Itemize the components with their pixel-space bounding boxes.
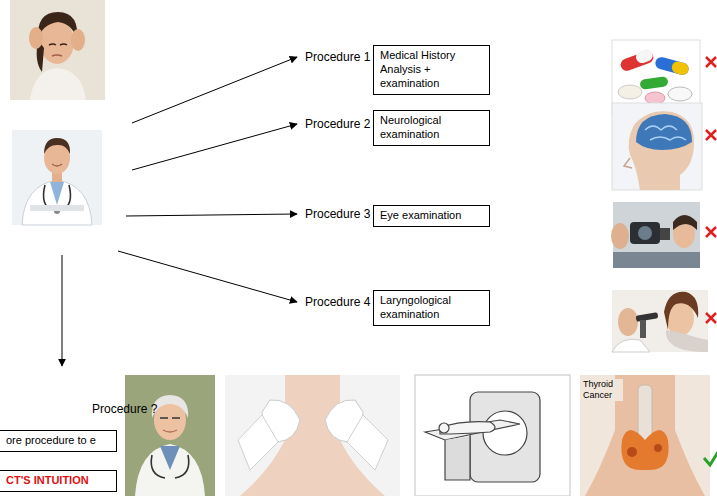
process-box: CT'S INTUITION xyxy=(0,470,117,492)
brain-photo xyxy=(612,103,702,190)
process-box: ore procedure to e xyxy=(0,430,117,452)
doctor-photo xyxy=(12,130,102,225)
box-text: CT'S INTUITION xyxy=(6,474,110,488)
procedure-label: Procedure 1 xyxy=(305,50,385,64)
box-text: Neurological examination xyxy=(380,114,483,142)
box-text: Eye examination xyxy=(380,209,483,223)
procedure-label: Procedure ? xyxy=(92,402,172,416)
procedure-label: Procedure 3 xyxy=(305,207,385,221)
image-caption: Thyroid Cancer xyxy=(583,379,623,401)
box-text: Medical History Analysis + examination xyxy=(380,49,483,90)
box-text: ore procedure to e xyxy=(6,434,110,448)
ear-exam-photo xyxy=(612,290,708,352)
cross-marks xyxy=(706,57,716,323)
neck-exam-photo xyxy=(225,375,400,496)
process-box: Eye examination xyxy=(373,205,490,227)
procedure-label: Procedure 2 xyxy=(305,117,385,131)
box-text: Laryngological examination xyxy=(380,294,483,322)
eye-exam-photo xyxy=(611,202,700,268)
process-box: Laryngological examination xyxy=(373,290,490,326)
thyroid-photo xyxy=(580,375,710,496)
ct-scanner-drawing xyxy=(415,375,570,496)
elderly-doctor-photo xyxy=(125,375,215,496)
procedure-label: Procedure 4 xyxy=(305,295,385,309)
process-box: Medical History Analysis + examination xyxy=(373,45,490,95)
procedure-arrows xyxy=(62,57,297,366)
check-mark xyxy=(704,452,717,465)
process-box: Neurological examination xyxy=(373,110,490,146)
headache-photo xyxy=(10,0,105,100)
